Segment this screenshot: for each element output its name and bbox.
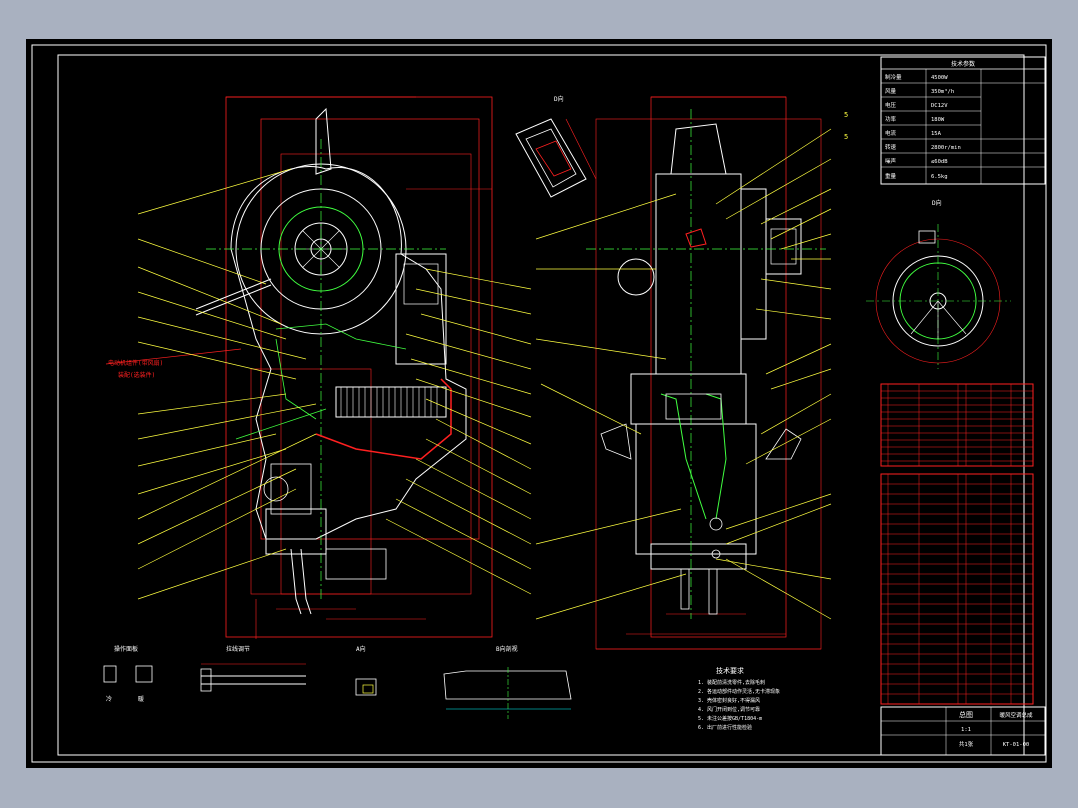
detail1-b: 暖 bbox=[138, 695, 144, 703]
callout-top-1: 5 bbox=[844, 111, 848, 119]
spec-r3-v: 180W bbox=[931, 117, 945, 123]
spec-r0-k: 制冷量 bbox=[885, 73, 902, 81]
tech-requirements: 技术要求 1. 装配前清洗零件,去除毛刺 2. 各运动部件动作灵活,无卡滞现象 … bbox=[698, 666, 780, 731]
right-main-view: 5 5 bbox=[535, 96, 848, 650]
parts-list-lower bbox=[880, 473, 1034, 705]
spec-r3-k: 功率 bbox=[885, 115, 897, 123]
rotor-view: D向 bbox=[866, 199, 1011, 369]
spec-r7-v: 6.5kg bbox=[931, 174, 948, 180]
parts-list-upper bbox=[880, 383, 1034, 467]
spec-r7-k: 重量 bbox=[885, 172, 897, 180]
sheet: 共1张 bbox=[959, 740, 974, 748]
tech-req-line-3: 3. 壳体密封良好,不得漏风 bbox=[698, 697, 760, 704]
red-note-2: 装配(选装件) bbox=[118, 371, 155, 379]
detail1-a: 冷 bbox=[106, 695, 112, 703]
detail1-title: 操作面板 bbox=[114, 645, 138, 653]
red-note-1: 电动机组件(带风扇) bbox=[108, 359, 163, 367]
spec-r1-k: 风量 bbox=[885, 88, 897, 95]
spec-r6-v: ≤60dB bbox=[931, 159, 948, 165]
spec-r2-v: DC12V bbox=[931, 103, 948, 109]
cad-drawing: 电动机组件(带风扇) 装配(选装件) bbox=[31, 44, 1047, 763]
spec-table: 技术参数 制冷量 4500W 风量 350m³/h 电压 DC12V 功率 18… bbox=[880, 56, 1046, 185]
outer-border bbox=[31, 44, 1047, 763]
spec-r6-k: 噪声 bbox=[885, 157, 897, 165]
tech-req-line-5: 5. 未注公差按GB/T1804-m bbox=[698, 715, 762, 722]
spec-r0-v: 4500W bbox=[931, 75, 948, 81]
spec-r4-k: 电流 bbox=[885, 129, 897, 137]
tech-req-line-2: 2. 各运动部件动作灵活,无卡滞现象 bbox=[698, 688, 780, 695]
bottom-details: 操作面板 冷 暖 拉线调节 A向 B向剖视 bbox=[103, 645, 572, 719]
scale: 1:1 bbox=[961, 727, 971, 733]
spec-header: 技术参数 bbox=[951, 60, 975, 68]
detail3-title: A向 bbox=[356, 645, 366, 653]
spec-r1-v: 350m³/h bbox=[931, 88, 954, 95]
drawing-number: KT-01-00 bbox=[1003, 742, 1030, 748]
tech-req-title: 技术要求 bbox=[716, 666, 744, 675]
tech-req-line-4: 4. 风门开闭到位,调节可靠 bbox=[698, 706, 760, 713]
drawing-name: 总图 bbox=[959, 710, 973, 719]
tech-req-line-1: 1. 装配前清洗零件,去除毛刺 bbox=[698, 679, 765, 686]
d-view-label: D向 bbox=[554, 95, 564, 103]
detail4-title: B向剖视 bbox=[496, 645, 518, 653]
tech-req-line-6: 6. 出厂前进行性能检验 bbox=[698, 724, 752, 731]
left-main-view: 电动机组件(带风扇) 装配(选装件) bbox=[105, 96, 532, 639]
callout-top-2: 5 bbox=[844, 133, 848, 141]
spec-r2-k: 电压 bbox=[885, 101, 897, 109]
spec-r5-v: 2800r/min bbox=[931, 145, 961, 151]
unit-name: 暖风空调总成 bbox=[999, 711, 1033, 719]
detail2-title: 拉线调节 bbox=[226, 645, 250, 653]
drawing-canvas: 电动机组件(带风扇) 装配(选装件) bbox=[26, 39, 1052, 768]
spec-r4-v: 15A bbox=[931, 131, 942, 137]
title-block: 总图 暖风空调总成 1:1 共1张 KT-01-00 bbox=[880, 706, 1046, 756]
d-view-sketch: D向 bbox=[515, 95, 597, 198]
spec-r5-k: 转速 bbox=[885, 143, 897, 151]
rotor-label: D向 bbox=[932, 199, 942, 207]
